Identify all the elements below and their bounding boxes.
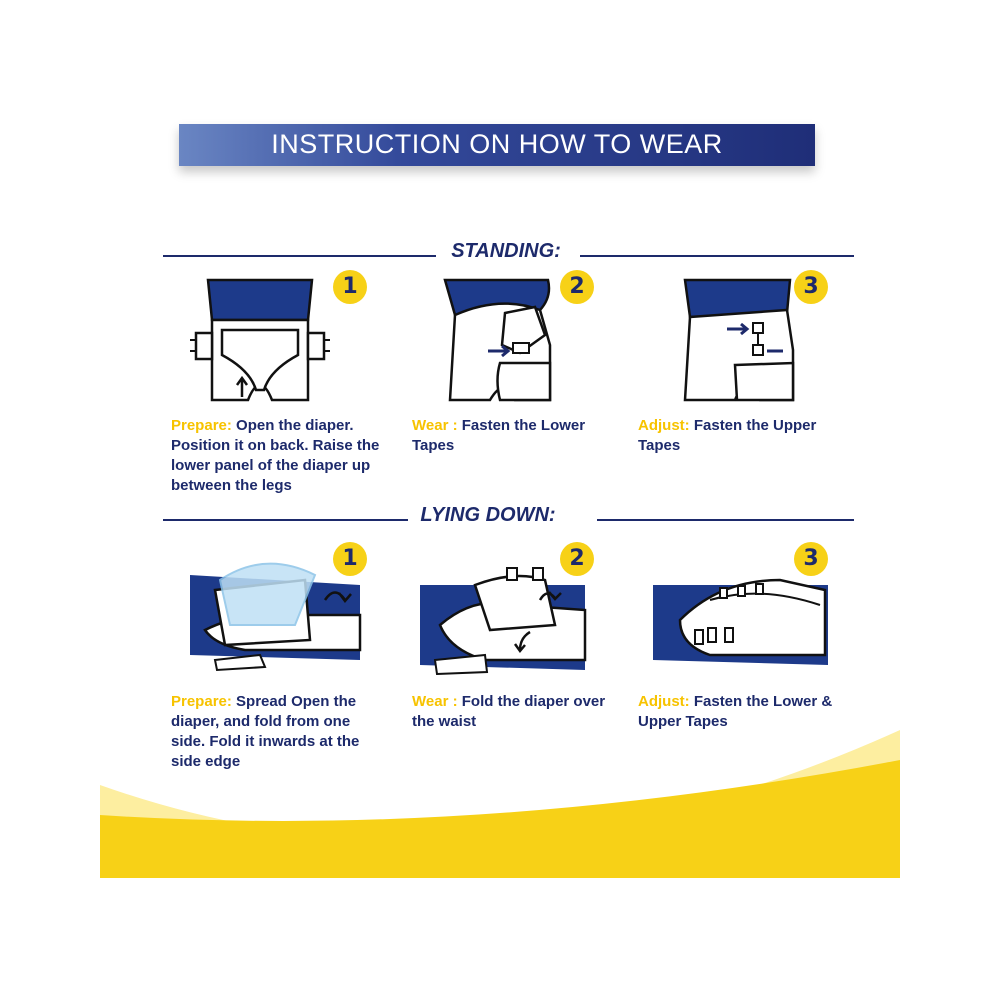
step-number-badge: 1 <box>333 270 367 304</box>
lying-step-2-caption: Wear : Fold the diaper over the waist <box>412 692 622 732</box>
section-title-standing: STANDING: <box>451 240 561 262</box>
standing-step-1-illustration <box>190 278 330 402</box>
page-title: INSTRUCTION ON HOW TO WEAR <box>271 129 723 159</box>
step-text: Fold the diaper over the waist <box>412 693 606 730</box>
step-number-badge: 3 <box>794 542 828 576</box>
title-banner: INSTRUCTION ON HOW TO WEAR <box>179 124 815 166</box>
divider-line <box>163 255 436 257</box>
standing-step-2-caption: Wear : Fasten the Lower Tapes <box>412 416 612 456</box>
step-text: Open the diaper. Position it on back. Ra… <box>171 417 380 494</box>
standing-step-3-caption: Adjust: Fasten the Upper Tapes <box>638 416 838 456</box>
step-text: Fasten the Lower & Upper Tapes <box>638 693 833 730</box>
step-label: Wear : <box>412 417 458 434</box>
lying-step-3-illustration <box>653 578 828 665</box>
yellow-wave-decoration <box>100 730 900 878</box>
step-number-badge: 3 <box>794 270 828 304</box>
lying-step-3-caption: Adjust: Fasten the Lower & Upper Tapes <box>638 692 838 732</box>
section-title-lying-down: LYING DOWN: <box>420 504 556 526</box>
step-label: Adjust: <box>638 417 690 434</box>
lying-step-2-illustration <box>420 567 587 675</box>
step-label: Adjust: <box>638 693 690 710</box>
step-number-badge: 2 <box>560 542 594 576</box>
standing-step-3-illustration <box>683 278 795 402</box>
lying-step-1-caption: Prepare: Spread Open the diaper, and fol… <box>171 692 386 772</box>
step-text: Fasten the Lower Tapes <box>412 417 586 454</box>
divider-line <box>597 519 854 521</box>
step-text: Fasten the Upper Tapes <box>638 417 817 454</box>
lying-step-1-illustration <box>190 562 362 672</box>
step-number-badge: 2 <box>560 270 594 304</box>
divider-line <box>580 255 854 257</box>
standing-step-2-illustration <box>443 278 552 402</box>
standing-step-1-caption: Prepare: Open the diaper. Position it on… <box>171 416 386 496</box>
step-label: Prepare: <box>171 693 232 710</box>
step-text: Spread Open the diaper, and fold from on… <box>171 693 360 770</box>
step-label: Prepare: <box>171 417 232 434</box>
divider-line <box>163 519 408 521</box>
step-number-badge: 1 <box>333 542 367 576</box>
step-label: Wear : <box>412 693 458 710</box>
